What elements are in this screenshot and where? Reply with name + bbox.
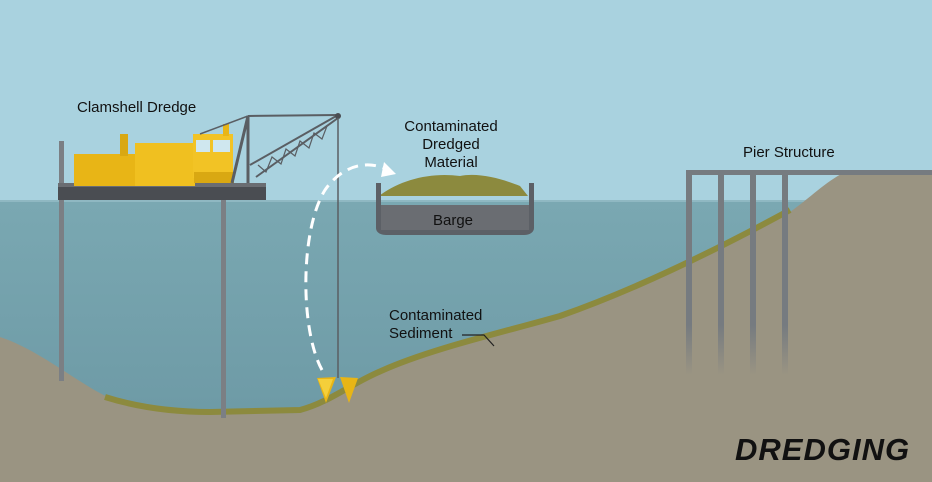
arrow-head [381, 162, 396, 177]
contaminated-sediment-label: Contaminated Sediment [389, 307, 482, 343]
material-label-line-2: Dredged [422, 136, 480, 153]
clamshell-dredge-label: Clamshell Dredge [77, 99, 197, 116]
barge-label: Barge [432, 212, 474, 229]
sediment-label-line-2: Sediment [389, 325, 453, 342]
clamshell-dredge [58, 113, 358, 418]
sediment-label-line-1: Contaminated [389, 307, 483, 324]
bucket-path-arrow [304, 163, 389, 371]
diagram-title: DREDGING [735, 432, 911, 467]
pier-structure [686, 170, 932, 375]
pier-structure-label: Pier Structure [743, 144, 835, 161]
material-label-line-3: Material [424, 154, 478, 171]
barge [376, 174, 534, 235]
material-label-line-1: Contaminated [404, 118, 498, 135]
contaminated-sediment-layer [104, 207, 792, 415]
sediment-leader-line [462, 334, 495, 347]
contaminated-material-label: Contaminated Dredged Material [399, 118, 503, 172]
seabed [0, 172, 932, 482]
